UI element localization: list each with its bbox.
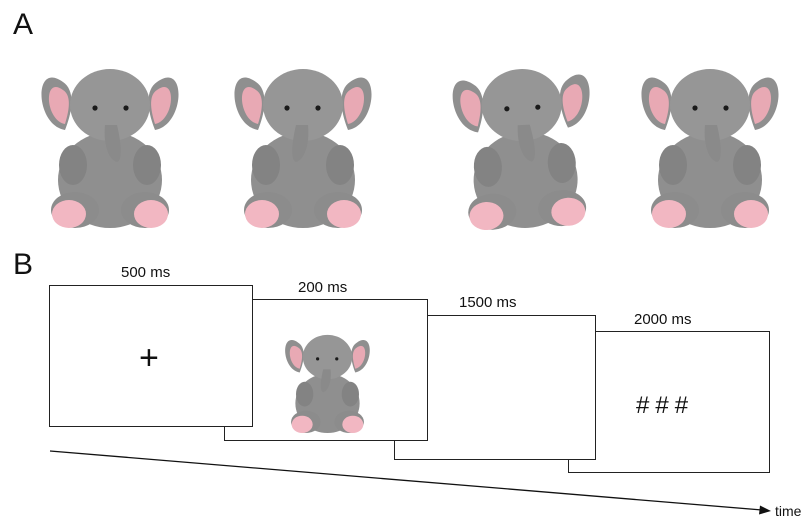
panel-label-b: B [13,248,34,281]
panel-label-a: A [13,8,34,41]
mask-screen [568,331,770,473]
duration-label-stimulus: 200 ms [298,279,348,296]
time-axis-label: time [775,503,802,519]
duration-label-blank: 1500 ms [459,294,517,311]
duration-label-fixation: 500 ms [121,264,171,281]
fixation-cross: + [139,339,159,377]
duration-label-mask: 2000 ms [634,311,692,328]
mask-symbol: ### [636,392,695,419]
fixation-screen [49,285,253,427]
